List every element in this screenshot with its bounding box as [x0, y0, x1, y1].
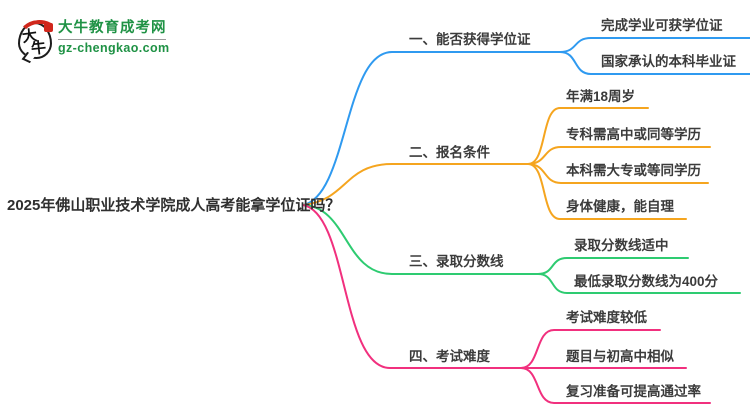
branch-2-leaf-3[interactable]: 本科需大专或等同学历: [566, 163, 701, 178]
branch-1-label[interactable]: 一、能否获得学位证: [409, 32, 531, 47]
branch-2-label[interactable]: 二、报名条件: [409, 145, 490, 160]
logo-text-block: 大牛教育成考网 gz-chengkao.com: [58, 18, 184, 56]
branch-1-lines: [302, 37, 750, 206]
branch-4-leaf-2[interactable]: 题目与初高中相似: [566, 349, 674, 364]
logo-bubble-icon: 大 牛: [17, 18, 60, 64]
branch-3-lines: [302, 204, 741, 294]
branch-2-lines: [302, 107, 711, 220]
branch-4-leaf-3[interactable]: 复习准备可提高通过率: [566, 384, 701, 399]
branch-3-leaf-1[interactable]: 录取分数线适中: [574, 238, 669, 253]
branch-4-leaf-1[interactable]: 考试难度较低: [566, 310, 647, 325]
site-logo[interactable]: 大 牛 大牛教育成考网 gz-chengkao.com: [16, 18, 186, 64]
branch-3-label[interactable]: 三、录取分数线: [409, 254, 504, 269]
logo-title: 大牛教育成考网: [58, 20, 167, 36]
red-seal-icon: [44, 23, 53, 32]
logo-divider: [58, 39, 166, 40]
branch-3-leaf-2[interactable]: 最低录取分数线为400分: [574, 274, 719, 289]
branch-1-leaf-1[interactable]: 完成学业可获学位证: [601, 18, 723, 33]
branch-4-lines: [302, 204, 711, 404]
logo-domain: gz-chengkao.com: [58, 41, 170, 55]
branch-2-leaf-2[interactable]: 专科需高中或同等学历: [566, 127, 701, 142]
root-topic[interactable]: 2025年佛山职业技术学院成人高考能拿学位证吗？: [7, 197, 341, 214]
branch-4-label[interactable]: 四、考试难度: [409, 349, 490, 364]
branch-2-leaf-1[interactable]: 年满18周岁: [566, 89, 636, 104]
branch-2-leaf-4[interactable]: 身体健康，能自理: [566, 199, 674, 214]
branch-1-leaf-2[interactable]: 国家承认的本科毕业证: [601, 54, 736, 69]
